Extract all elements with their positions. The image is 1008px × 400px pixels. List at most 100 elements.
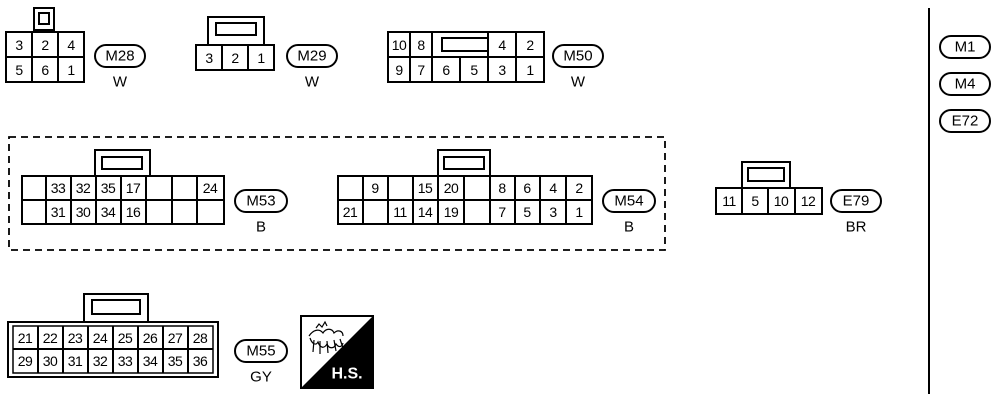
- connector-id-m50: M50: [563, 48, 592, 65]
- pin-label: 9: [371, 180, 379, 196]
- pin-label: 10: [392, 37, 407, 53]
- hs-label: H.S.: [331, 366, 362, 383]
- pin-label: 15: [418, 180, 433, 196]
- pin-label: 33: [51, 180, 66, 196]
- pin-label: 8: [498, 180, 506, 196]
- connector-m55: [7, 293, 219, 378]
- pin-label: 20: [444, 180, 459, 196]
- pin-label: 25: [118, 330, 133, 346]
- pin-label: 5: [523, 204, 531, 220]
- pins-e79: 11 5 10 12: [722, 193, 816, 209]
- pin-label: 32: [76, 180, 91, 196]
- hs-badge: [300, 315, 374, 389]
- connector-m29: [195, 16, 275, 71]
- connector-id-m29: M29: [297, 48, 326, 65]
- dashed-enclosure: [8, 136, 666, 251]
- pin-label: 11: [393, 204, 407, 220]
- pin-label: 31: [68, 353, 83, 369]
- pins-m50: 10 8 4 2 9 7 6 5 3 1: [392, 37, 535, 78]
- pin-label: 31: [51, 204, 66, 220]
- pin-label: 6: [523, 180, 531, 196]
- pin-label: 7: [417, 62, 425, 78]
- tag-oval-m4: [939, 72, 991, 96]
- connector-e79: [715, 161, 823, 215]
- side-tag-m4: M4: [955, 76, 976, 93]
- pin-label: 2: [526, 37, 534, 53]
- connector-m28: [5, 7, 85, 83]
- connector-m53: [21, 149, 225, 225]
- pin-label: 23: [68, 330, 83, 346]
- pin-label: 35: [101, 180, 116, 196]
- pins-m53: 33 32 35 17 24 31 30 34 16: [51, 180, 219, 220]
- pin-label: 2: [41, 37, 49, 53]
- pins-m54: 9 15 20 8 6 4 2 21 11 14 19 7 5 3 1: [343, 180, 584, 220]
- wire-color-m28: W: [113, 74, 128, 91]
- pin-label: 26: [143, 330, 158, 346]
- pin-label: 8: [417, 37, 425, 53]
- tag-oval-m50: [552, 44, 604, 68]
- connector-id-m53: M53: [246, 193, 275, 210]
- pin-label: 1: [67, 62, 75, 78]
- pin-label: 4: [67, 37, 75, 53]
- pin-label: 1: [526, 62, 534, 78]
- pin-label: 24: [93, 330, 108, 346]
- pin-label: 36: [193, 353, 208, 369]
- side-tag-m1: M1: [955, 39, 976, 56]
- pin-label: 12: [801, 193, 816, 209]
- pin-label: 1: [257, 50, 265, 66]
- tag-oval-m29: [286, 44, 338, 68]
- pin-label: 3: [205, 50, 213, 66]
- pin-label: 16: [126, 204, 141, 220]
- connector-m50: [387, 31, 545, 83]
- wire-color-m50: W: [571, 74, 586, 91]
- connector-id-m55: M55: [246, 343, 275, 360]
- pin-label: 3: [498, 62, 506, 78]
- pin-label: 30: [76, 204, 91, 220]
- tag-oval-e79: [830, 189, 882, 213]
- pin-label: 33: [118, 353, 133, 369]
- pin-label: 9: [395, 62, 403, 78]
- pin-label: 5: [470, 62, 478, 78]
- connector-id-m28: M28: [105, 48, 134, 65]
- pin-label: 28: [193, 330, 208, 346]
- pin-label: 3: [549, 204, 557, 220]
- tag-oval-m54: [602, 189, 656, 213]
- wire-color-m29: W: [305, 74, 320, 91]
- pin-label: 4: [498, 37, 506, 53]
- pin-label: 32: [93, 353, 108, 369]
- pin-label: 30: [43, 353, 58, 369]
- pin-label: 2: [575, 180, 583, 196]
- connector-m54: [337, 149, 593, 225]
- pin-label: 24: [203, 180, 218, 196]
- tag-oval-m1: [939, 35, 991, 59]
- wire-color-e79: BR: [846, 219, 867, 236]
- harness-sketch-icon: [308, 320, 344, 354]
- pins-m29: 3 2 1: [205, 50, 266, 66]
- pin-label: 10: [774, 193, 789, 209]
- tag-oval-e72: [939, 109, 991, 133]
- tag-oval-m53: [234, 189, 288, 213]
- pin-label: 17: [126, 180, 141, 196]
- pin-label: 5: [15, 62, 23, 78]
- tag-oval-m55: [234, 339, 288, 363]
- pin-label: 35: [168, 353, 183, 369]
- wire-color-m55: GY: [250, 369, 272, 386]
- pin-label: 14: [418, 204, 433, 220]
- pin-label: 34: [143, 353, 158, 369]
- pin-label: 34: [101, 204, 116, 220]
- side-tag-e72: E72: [952, 113, 979, 130]
- pins-m55: 21 22 23 24 25 26 27 28 29 30 31 32 33 3…: [18, 330, 209, 369]
- pin-label: 21: [18, 330, 33, 346]
- pin-label: 4: [549, 180, 557, 196]
- pin-label: 1: [575, 204, 583, 220]
- wire-color-m54: B: [624, 219, 634, 236]
- pin-label: 6: [41, 62, 49, 78]
- pin-label: 27: [168, 330, 183, 346]
- pin-label: 19: [444, 204, 459, 220]
- pins-m28: 3 2 4 5 6 1: [15, 37, 76, 78]
- tag-oval-m28: [94, 44, 146, 68]
- pin-label: 2: [231, 50, 239, 66]
- pin-label: 5: [751, 193, 759, 209]
- connector-id-e79: E79: [843, 193, 870, 210]
